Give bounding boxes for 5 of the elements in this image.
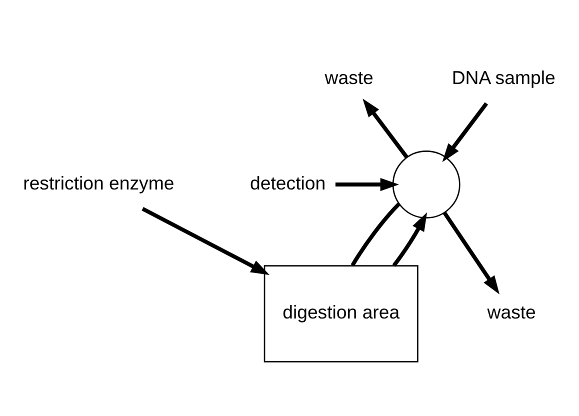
node-text: restriction enzyme: [23, 172, 174, 193]
node-text: DNA sample: [452, 66, 556, 88]
node-text: detection: [250, 172, 326, 193]
node-text: waste: [324, 66, 374, 88]
node-text: waste: [487, 301, 536, 322]
